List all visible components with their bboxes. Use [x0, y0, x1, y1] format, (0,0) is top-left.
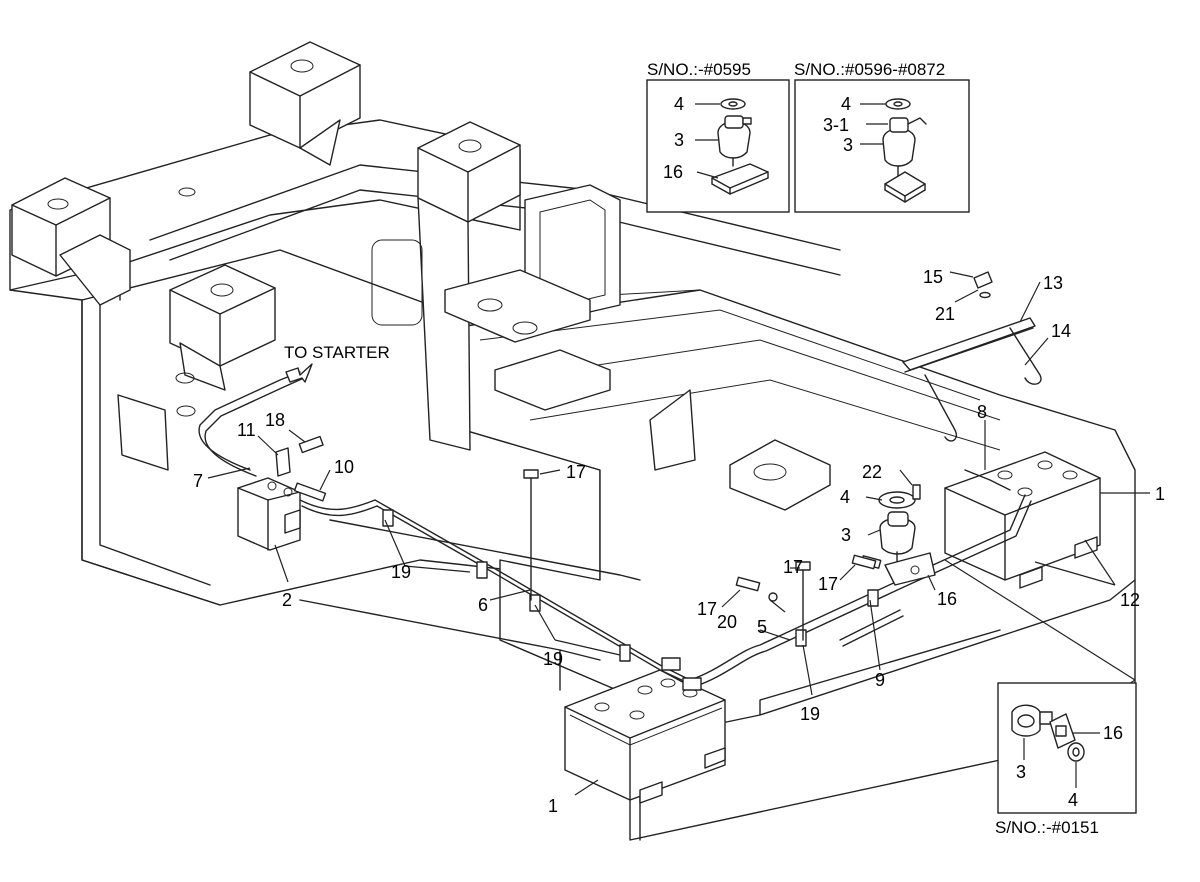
callout-5: 5 [757, 617, 767, 637]
caption-sn-0151: S/NO.:-#0151 [995, 818, 1099, 837]
callout-3-inset-b: 3 [843, 135, 853, 155]
callout-19-a: 19 [391, 562, 411, 582]
callout-3-inset-a: 3 [674, 130, 684, 150]
callout-4-inset-a: 4 [674, 94, 684, 114]
cable-routing [198, 371, 1032, 687]
callout-11: 11 [237, 420, 256, 440]
caption-to-starter: TO STARTER [284, 343, 390, 362]
callout-9: 9 [875, 670, 885, 690]
callout-17-a: 17 [566, 462, 586, 482]
callout-21: 21 [935, 304, 955, 324]
inset-sn-0596-0872 [794, 79, 970, 213]
callout-17-c: 17 [818, 574, 838, 594]
callout-17-d: 17 [697, 599, 717, 619]
battery-holder [902, 271, 1042, 442]
callout-8: 8 [977, 402, 987, 422]
callout-16-inset-a: 16 [663, 162, 683, 182]
callout-17-b: 17 [783, 557, 803, 577]
callout-15: 15 [923, 267, 943, 287]
callout-4-main: 4 [840, 487, 850, 507]
callout-6: 6 [478, 595, 488, 615]
inset-sn-0151 [997, 682, 1137, 814]
callout-12: 12 [1120, 590, 1140, 610]
callout-20: 20 [717, 612, 737, 632]
battery-rear [944, 451, 1101, 589]
callout-4-inset-b: 4 [841, 94, 851, 114]
callout-1-rear: 1 [1155, 484, 1165, 504]
callout-7: 7 [193, 471, 203, 491]
to-starter-arrow [285, 363, 313, 383]
callout-2: 2 [282, 590, 292, 610]
caption-sn-0595: S/NO.:-#0595 [647, 60, 751, 79]
battery-relay [237, 477, 301, 551]
relay-hardware [275, 435, 327, 502]
bolts-17 [523, 469, 877, 641]
callout-19-c: 19 [800, 704, 820, 724]
callout-19-b: 19 [543, 649, 563, 669]
callout-3-main: 3 [841, 525, 851, 545]
inset-sn-0595 [646, 79, 790, 213]
callout-14: 14 [1051, 321, 1071, 341]
caption-sn-0596-0872: S/NO.:#0596-#0872 [794, 60, 945, 79]
callout-4-inset-c: 4 [1068, 790, 1078, 810]
callout-10: 10 [334, 457, 354, 477]
callout-16-inset-c: 16 [1103, 723, 1123, 743]
battery-front [564, 669, 726, 804]
callout-13: 13 [1043, 273, 1063, 293]
callout-3-inset-c: 3 [1016, 762, 1026, 782]
callout-22: 22 [862, 462, 882, 482]
callout-18: 18 [265, 410, 285, 430]
callout-16-main: 16 [937, 589, 957, 609]
cable-clips [382, 509, 879, 691]
callout-1-front: 1 [548, 796, 558, 816]
callout-3-1-inset-b: 3-1 [823, 115, 849, 135]
